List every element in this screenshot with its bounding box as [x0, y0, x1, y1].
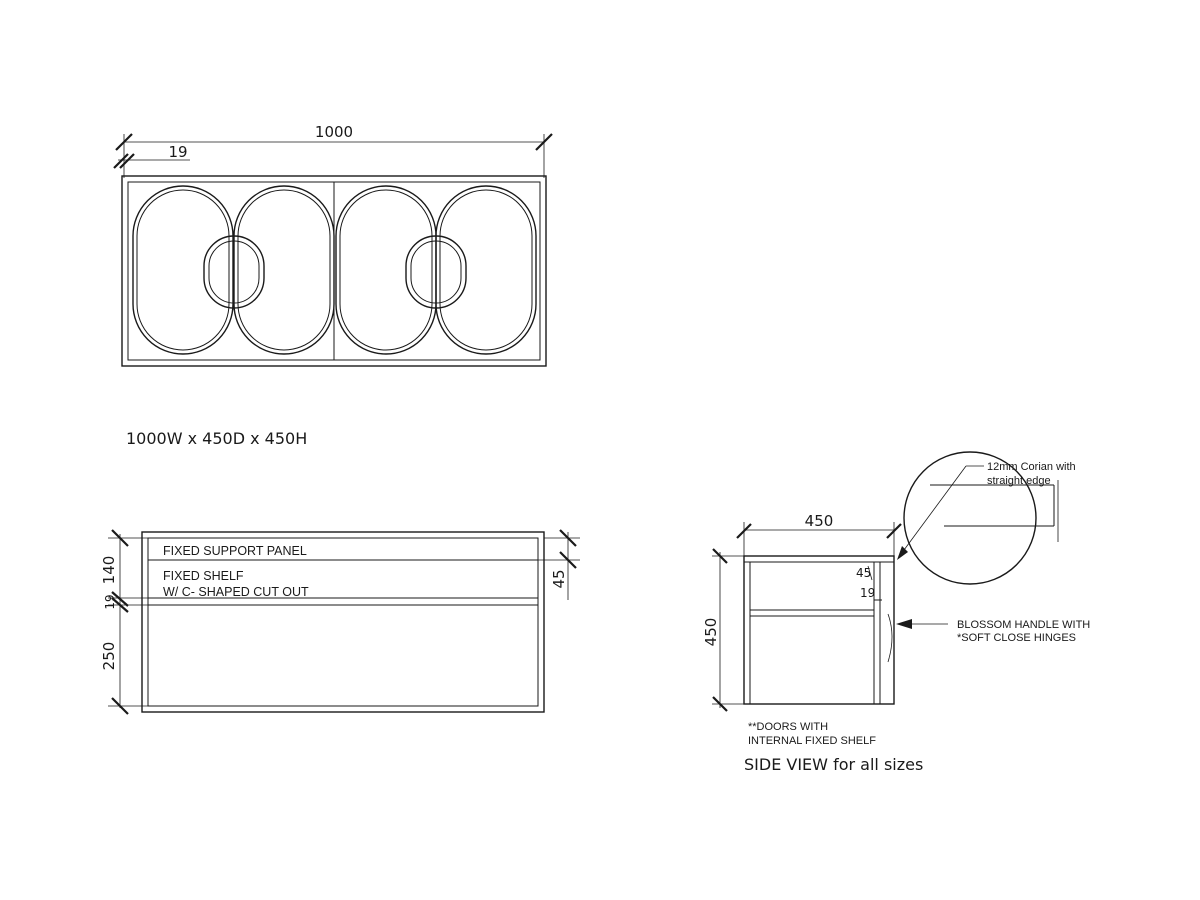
support-panel-label: FIXED SUPPORT PANEL [163, 544, 307, 558]
side-dim-45: 45 [856, 566, 871, 580]
front-width-label: 1000 [315, 123, 353, 141]
detail-arrow [897, 546, 908, 560]
large-pill-2 [233, 185, 335, 355]
detail-circle [903, 451, 1037, 585]
section-inner-outline [147, 537, 539, 707]
handle-callout: BLOSSOM HANDLE WITH *SOFT CLOSE HINGES [896, 619, 1090, 644]
front-view: 1000 19 [113, 123, 553, 367]
side-top-corian [743, 555, 895, 563]
shelf-label-line2: W/ C- SHAPED CUT OUT [163, 585, 309, 599]
dim-19-label: 19 [103, 594, 117, 609]
shelf-label-line1: FIXED SHELF [163, 569, 244, 583]
detail-label-line2: straight edge [987, 475, 1051, 487]
small-pill-1 [203, 235, 265, 309]
side-height-dimension: 450 [702, 548, 744, 712]
dim-140-label: 140 [100, 556, 118, 585]
side-depth-label: 450 [805, 512, 834, 530]
blossom-handle-pattern [132, 185, 537, 355]
fixed-shelf [147, 597, 539, 606]
doors-note-line2: INTERNAL FIXED SHELF [748, 735, 876, 747]
side-depth-dimension: 450 [736, 512, 902, 556]
section-right-dimension: 45 [538, 529, 580, 600]
corian-detail: 12mm Corian with straight edge [897, 451, 1076, 585]
dim-45-label: 45 [550, 569, 568, 588]
front-width-dimension: 1000 [115, 123, 553, 178]
large-pill-3 [335, 185, 437, 355]
doors-note-line1: **DOORS WITH [748, 721, 828, 733]
section-outline [141, 531, 545, 713]
side-fixed-shelf [749, 609, 875, 617]
dim-250-label: 250 [100, 642, 118, 671]
front-outline [121, 175, 547, 367]
side-handle-profile [887, 613, 893, 663]
small-pill-2 [405, 235, 467, 309]
section-left-dimensions: 140 19 250 [100, 529, 148, 715]
side-dim-19: 19 [860, 586, 875, 600]
side-view: 450 450 45 19 [702, 451, 1090, 774]
section-view: FIXED SUPPORT PANEL FIXED SHELF W/ C- SH… [100, 529, 580, 715]
front-edge-label: 19 [168, 143, 187, 161]
side-height-label: 450 [702, 618, 720, 647]
size-caption: 1000W x 450D x 450H [126, 429, 307, 448]
handle-label-line2: *SOFT CLOSE HINGES [957, 632, 1076, 644]
handle-label-line1: BLOSSOM HANDLE WITH [957, 619, 1090, 631]
handle-arrow [896, 619, 912, 629]
large-pill-4 [435, 185, 537, 355]
large-pill-1 [132, 185, 234, 355]
detail-label-line1: 12mm Corian with [987, 461, 1076, 473]
side-view-caption: SIDE VIEW for all sizes [744, 755, 923, 774]
front-edge-dimension: 19 [113, 143, 190, 169]
